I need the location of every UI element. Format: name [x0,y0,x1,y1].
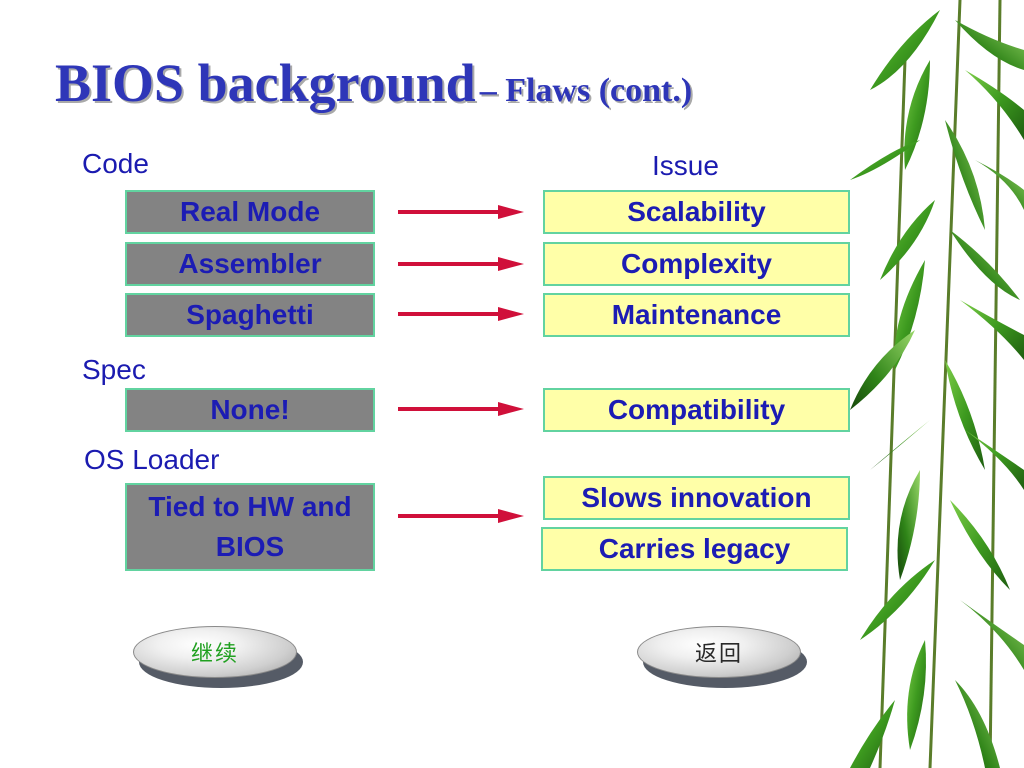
heading-os-loader: OS Loader [84,444,220,475]
continue-button-face[interactable]: 继续 [133,626,297,678]
title-main: BIOS background [55,53,476,113]
issue-box-compatibility: Compatibility [543,388,850,432]
code-box-tied-to-hw: Tied to HW and BIOS [125,483,375,571]
back-button-label: 返回 [694,642,743,667]
code-box-spaghetti: Spaghetti [125,293,375,337]
heading-code: Code [82,148,149,179]
issue-box-carries-legacy: Carries legacy [541,527,848,571]
bamboo-stems [878,0,1002,768]
heading-issue: Issue [652,150,719,181]
bamboo-leaves [850,10,1024,768]
title-subtitle: – Flaws (cont.) [479,72,693,109]
continue-button[interactable]: 继续 [133,626,303,688]
back-button[interactable]: 返回 [637,626,807,688]
slide-title: BIOS background – Flaws (cont.) [55,52,692,114]
code-box-assembler: Assembler [125,242,375,286]
back-button-face[interactable]: 返回 [637,626,801,678]
issue-box-scalability: Scalability [543,190,850,234]
code-box-real-mode: Real Mode [125,190,375,234]
continue-button-label: 继续 [190,642,239,667]
issue-box-slows-innovation: Slows innovation [543,476,850,520]
heading-spec: Spec [82,354,146,385]
code-box-none: None! [125,388,375,432]
issue-box-complexity: Complexity [543,242,850,286]
issue-box-maintenance: Maintenance [543,293,850,337]
